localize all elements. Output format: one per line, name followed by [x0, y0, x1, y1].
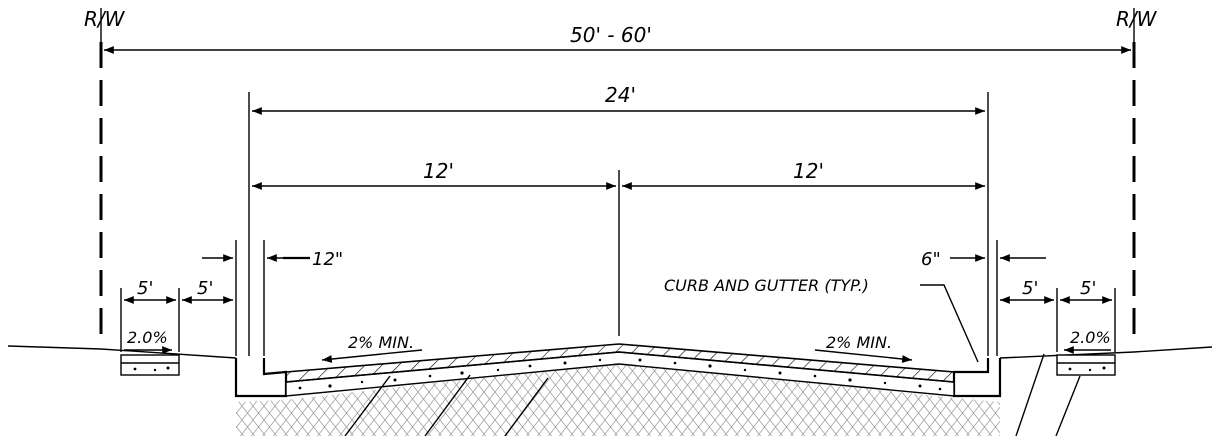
- cross-slope-left-label: 2% MIN.: [348, 333, 414, 352]
- curb-left-width-label: 12": [312, 249, 343, 270]
- lane-left-label: 12': [423, 159, 454, 183]
- curb-gutter-left: [234, 358, 288, 398]
- cross-slope-left-arrow: [321, 349, 423, 363]
- walk-left-label: 5': [137, 278, 153, 299]
- rw-label-right: R/W: [1116, 7, 1158, 31]
- slope-walk-right-label: 2.0%: [1070, 328, 1111, 347]
- subgrade-soil: [236, 362, 1000, 436]
- slope-walk-left-label: 2.0%: [127, 328, 168, 347]
- leader-walk-right: [1055, 375, 1081, 436]
- leader-surface: [344, 375, 391, 436]
- aggregate-dots: [133, 358, 1106, 391]
- leader-base: [424, 374, 471, 436]
- walk-right-label: 5': [1080, 278, 1096, 299]
- sidewalk-left: [120, 354, 180, 376]
- asphalt-surface: [285, 343, 955, 383]
- cross-slope-right-arrow: [814, 349, 913, 363]
- curb-right-width-label: 6": [921, 249, 941, 270]
- leader-ground-right: [1015, 353, 1045, 436]
- curb-gutter-callout: CURB AND GUTTER (TYP.): [664, 276, 869, 295]
- buffer-left-label: 5': [197, 278, 213, 299]
- leader-subgrade: [504, 377, 549, 436]
- cross-slope-right-label: 2% MIN.: [826, 333, 892, 352]
- ground-line: [7, 345, 1213, 359]
- row-width-label: 50' - 60': [570, 23, 652, 47]
- curb-gutter-right: [952, 358, 1002, 398]
- pavement-width-label: 24': [605, 83, 636, 107]
- rw-label-left: R/W: [84, 7, 126, 31]
- sidewalk-right: [1056, 354, 1116, 376]
- buffer-right-label: 5': [1022, 278, 1038, 299]
- lane-right-label: 12': [793, 159, 824, 183]
- curb-callout-leader: [920, 284, 979, 363]
